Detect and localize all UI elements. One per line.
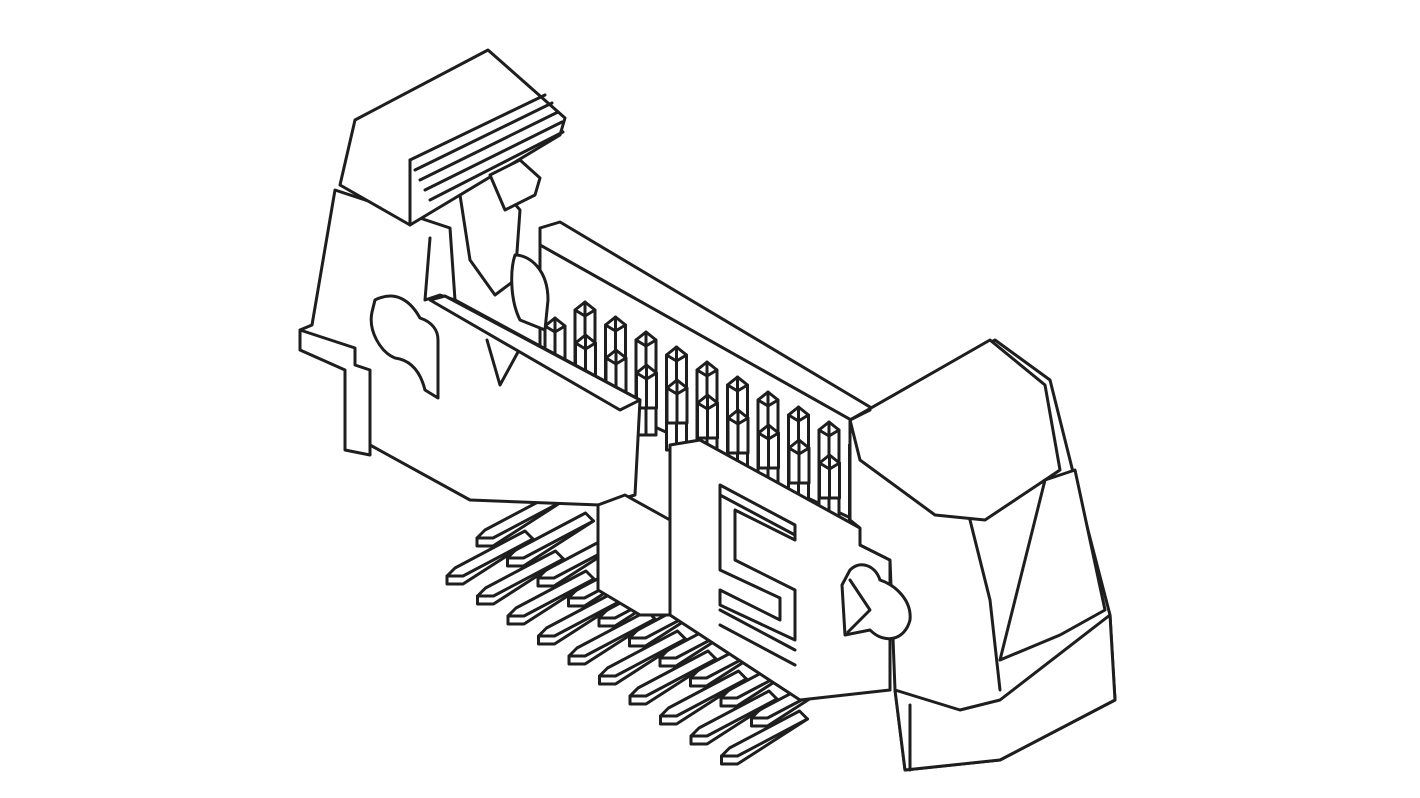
tail-pin (720, 709, 809, 766)
tail-pin (476, 549, 565, 606)
tail-pin (628, 649, 718, 706)
contact-pin (726, 408, 750, 455)
contact-pin (818, 453, 841, 500)
tail-pin (598, 629, 687, 686)
left-end-step (298, 328, 372, 447)
contact-pin (787, 438, 811, 485)
contact-pin (757, 423, 780, 470)
right-latch-arm (998, 468, 1107, 662)
tail-pin (659, 669, 748, 726)
left-latch-hook (510, 253, 550, 332)
right-latch-edge (968, 518, 1002, 692)
front-key-block (596, 493, 672, 617)
contact-pin (665, 378, 689, 425)
left-latch-grip-ridges (408, 93, 565, 227)
contact-pin (696, 393, 719, 440)
left-latch-finger (488, 158, 542, 212)
tail-pin (445, 529, 535, 586)
right-key-hole-mark (846, 578, 872, 634)
s-polarization-mark (718, 483, 797, 667)
front-wall-top (428, 294, 642, 412)
right-latch-grip (848, 408, 872, 422)
tail-pin (567, 609, 657, 666)
tail-pin (689, 689, 779, 746)
right-foot (893, 613, 1117, 772)
tail-pin (506, 569, 596, 626)
left-key-hole (369, 294, 440, 400)
right-latch-cap (848, 338, 1062, 522)
pin1-marker (485, 338, 520, 387)
